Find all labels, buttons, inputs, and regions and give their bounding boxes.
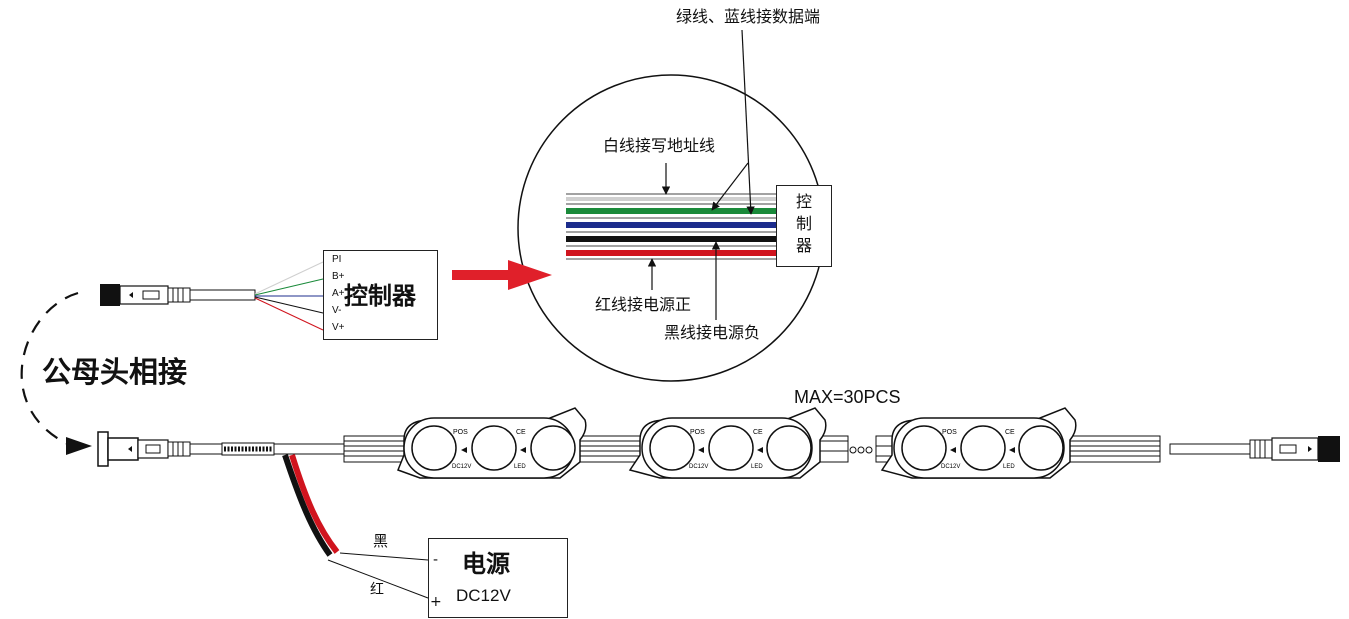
label-white-address: 白线接写地址线 — [603, 136, 716, 155]
module2-ce: CE — [753, 429, 763, 436]
module1-ce: CE — [516, 429, 526, 436]
label-black-power-neg: 黑线接电源负 — [664, 323, 761, 342]
pin-v-minus: V- — [332, 305, 342, 316]
red-arrow-icon — [452, 260, 552, 290]
led-module-1 — [397, 407, 587, 479]
module2-dc: DC12V — [689, 464, 708, 470]
power-supply-box: - + 电源 DC12V — [428, 538, 568, 618]
zoom-circle — [517, 29, 825, 382]
zoom-controller-box: 控 制 器 — [776, 185, 832, 267]
module3-ce: CE — [1005, 429, 1015, 436]
led-module-2 — [628, 407, 827, 479]
module2-led: LED — [751, 464, 763, 470]
label-male-female-connect: 公母头相接 — [42, 355, 188, 389]
right-connector-male — [1249, 436, 1340, 462]
label-max-count: MAX=30PCS — [794, 387, 901, 407]
top-connector-male — [100, 284, 256, 306]
module1-led: LED — [514, 464, 526, 470]
label-red: 红 — [370, 582, 384, 598]
module3-led: LED — [1003, 464, 1015, 470]
label-red-power-pos: 红线接电源正 — [595, 295, 692, 314]
power-title: 电源 — [462, 550, 510, 578]
module3-pos: POS — [942, 429, 957, 436]
module2-pos: POS — [690, 429, 705, 436]
power-minus: - — [433, 552, 439, 568]
connect-arrow-head-icon — [66, 437, 92, 455]
controller-label: 控制器 — [344, 282, 416, 310]
power-plus: + — [430, 594, 442, 610]
module1-dc: DC12V — [452, 464, 471, 470]
module1-pos: POS — [453, 429, 468, 436]
led-module-3 — [880, 407, 1077, 479]
module3-dc: DC12V — [941, 464, 960, 470]
power-leads — [282, 454, 429, 599]
power-voltage: DC12V — [456, 586, 511, 605]
label-black: 黑 — [373, 532, 389, 550]
bottom-connector-female — [97, 431, 345, 467]
label-green-blue-data: 绿线、蓝线接数据端 — [676, 7, 821, 26]
pin-pi: PI — [332, 254, 342, 265]
pin-b-plus: B+ — [332, 271, 345, 282]
top-controller-wires — [254, 261, 324, 331]
pin-v-plus: V+ — [332, 322, 345, 333]
zoom-controller-label: 控 制 器 — [795, 192, 812, 255]
pin-a-plus: A+ — [332, 288, 345, 299]
connect-dashed-arrow — [20, 291, 79, 448]
controller-box: PI B+ A+ V- V+ 控制器 — [323, 250, 438, 340]
